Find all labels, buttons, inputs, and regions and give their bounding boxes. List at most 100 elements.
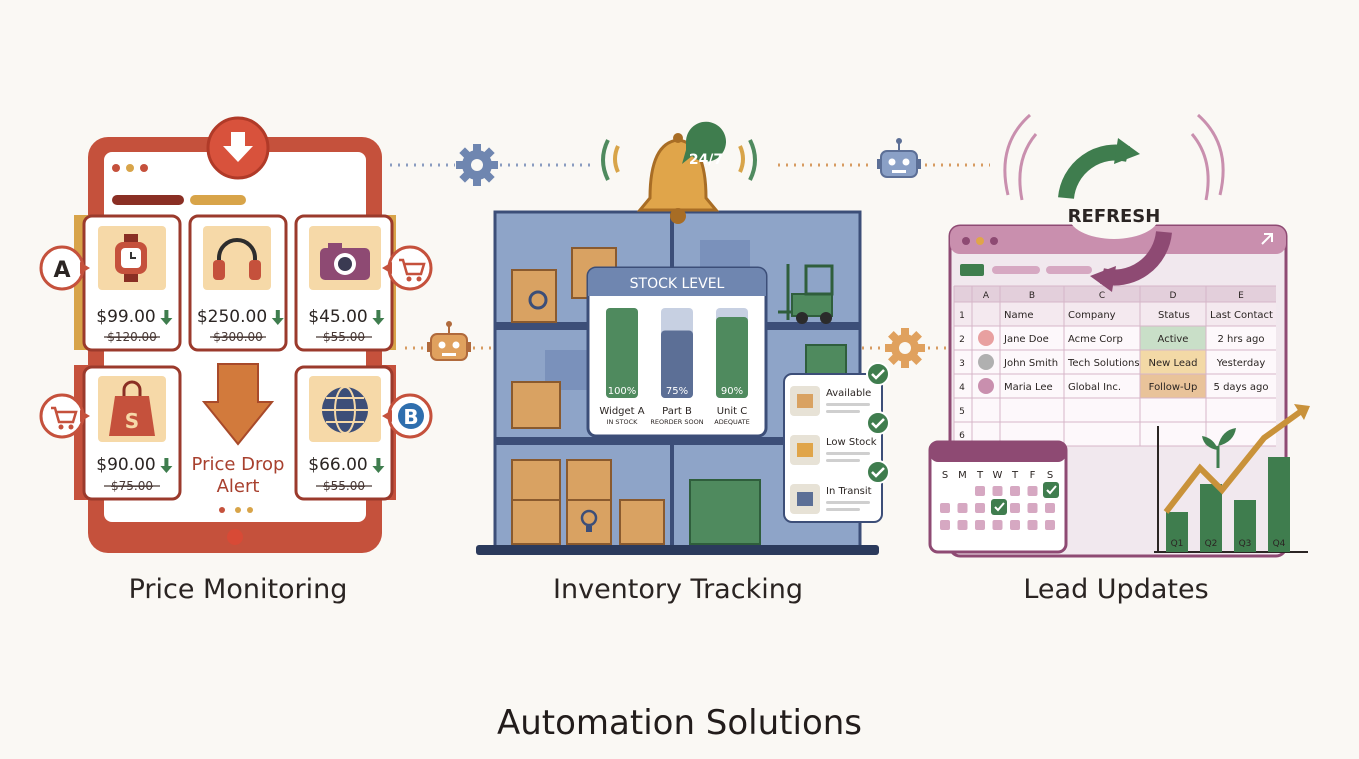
row-number: 3	[959, 359, 965, 369]
status-line	[826, 403, 870, 406]
check-mark	[871, 369, 885, 380]
product-price: $66.00	[308, 455, 367, 475]
calendar-day-letter: F	[1030, 470, 1036, 481]
lead-name: Jane Doe	[1003, 334, 1049, 345]
globe-icon	[322, 386, 368, 434]
quarter-label: Q2	[1205, 539, 1218, 549]
check-icon	[1043, 482, 1059, 498]
brand-letter-a: A	[53, 258, 70, 283]
brand-badge-left-top[interactable]	[39, 245, 90, 291]
calendar-day-letter: S	[942, 470, 948, 481]
robot-icon	[427, 321, 471, 361]
product-price: $90.00	[96, 455, 155, 475]
growth-bar	[1234, 500, 1256, 552]
stock-bar-status: REORDER SOON	[650, 418, 703, 426]
growth-bar	[1200, 484, 1222, 552]
quarter-label: Q4	[1273, 539, 1286, 549]
calendar-cell	[940, 503, 950, 513]
column-letter: B	[1029, 291, 1035, 301]
price-down-icon	[372, 310, 385, 325]
shopping-bag-icon: S	[109, 380, 155, 436]
check-icon	[866, 362, 890, 386]
status-line	[826, 508, 860, 511]
calendar-cell	[940, 520, 950, 530]
lead-last-contact: 5 days ago	[1214, 382, 1269, 393]
status-line	[826, 452, 870, 455]
check-mark	[994, 502, 1005, 512]
column-letter: D	[1170, 291, 1177, 301]
status-line	[826, 410, 860, 413]
calendar-cell	[1045, 520, 1055, 530]
alarm-bell-icon	[601, 133, 757, 224]
check-icon	[991, 499, 1007, 515]
product-card-1[interactable]	[82, 214, 182, 352]
header-row	[954, 302, 1276, 326]
forklift-icon	[778, 264, 834, 324]
refresh-cycle-icon: REFRESH	[1058, 138, 1172, 292]
calendar-cell	[1045, 503, 1055, 513]
caption-inventory-tracking: Inventory Tracking	[553, 574, 803, 605]
status-line	[826, 459, 860, 462]
stock-bar-name: Unit C	[717, 406, 748, 417]
download-badge-icon	[206, 116, 270, 180]
calendar-cell	[1010, 520, 1020, 530]
row-number: 2	[959, 335, 965, 345]
alert-line-2: Alert	[217, 476, 260, 497]
row-number: 1	[959, 311, 965, 321]
status-cell	[1140, 350, 1206, 374]
price-down-icon	[160, 458, 173, 473]
column-letter-row	[954, 286, 1276, 302]
calendar-cell	[992, 520, 1003, 530]
avatar	[978, 378, 994, 394]
check-mark	[1046, 485, 1057, 495]
lead-last-contact: Yesterday	[1216, 358, 1266, 369]
table-row[interactable]	[954, 398, 1276, 422]
bell-badge-text: 24/7	[689, 152, 723, 168]
table-row[interactable]	[954, 350, 1276, 374]
calendar-day-letter: T	[976, 470, 984, 481]
stock-bar-status: IN STOCK	[607, 418, 639, 426]
cart-icon	[51, 406, 78, 430]
lead-name: John Smith	[1003, 358, 1058, 369]
status-cell	[1140, 326, 1206, 350]
lead-company: Acme Corp	[1068, 334, 1123, 345]
row-number: 6	[959, 431, 965, 441]
status-item-label: In Transit	[826, 486, 872, 497]
status-item-icon	[797, 394, 813, 408]
stock-bar-status: ADEQUATE	[714, 418, 749, 426]
stock-bar	[606, 308, 638, 398]
lead-status: Follow-Up	[1149, 382, 1198, 393]
status-item-icon	[797, 443, 813, 457]
table-row[interactable]	[954, 374, 1276, 398]
stock-bar	[661, 330, 693, 398]
calendar-cell	[1010, 503, 1020, 513]
gear-icon	[456, 144, 498, 186]
calendar-cell	[957, 520, 968, 530]
stock-level-panel: STOCK LEVEL 100%Widget AIN STOCK75%Part …	[586, 266, 768, 438]
quarter-label: Q1	[1171, 539, 1184, 549]
stock-level-title: STOCK LEVEL	[630, 276, 725, 292]
table-row[interactable]	[954, 326, 1276, 350]
column-header: Company	[1068, 310, 1116, 321]
calendar-cell	[992, 486, 1003, 496]
calendar-cell	[975, 486, 985, 496]
check-mark	[871, 418, 885, 429]
column-letter: C	[1099, 291, 1105, 301]
column-header: Name	[1004, 310, 1034, 321]
check-mark	[871, 467, 885, 478]
stock-bar-name: Part B	[662, 406, 692, 417]
product-price: $45.00	[308, 307, 367, 327]
calendar-day-letter: M	[958, 470, 967, 481]
column-letter: A	[983, 291, 990, 301]
status-line	[826, 501, 870, 504]
sprout-icon	[1202, 428, 1236, 468]
calendar-cell	[957, 503, 968, 513]
growth-bar	[1268, 457, 1290, 552]
brand-badge-right-bottom[interactable]	[382, 393, 433, 439]
stock-bar-percent: 100%	[608, 386, 637, 397]
lead-company: Global Inc.	[1068, 382, 1121, 393]
